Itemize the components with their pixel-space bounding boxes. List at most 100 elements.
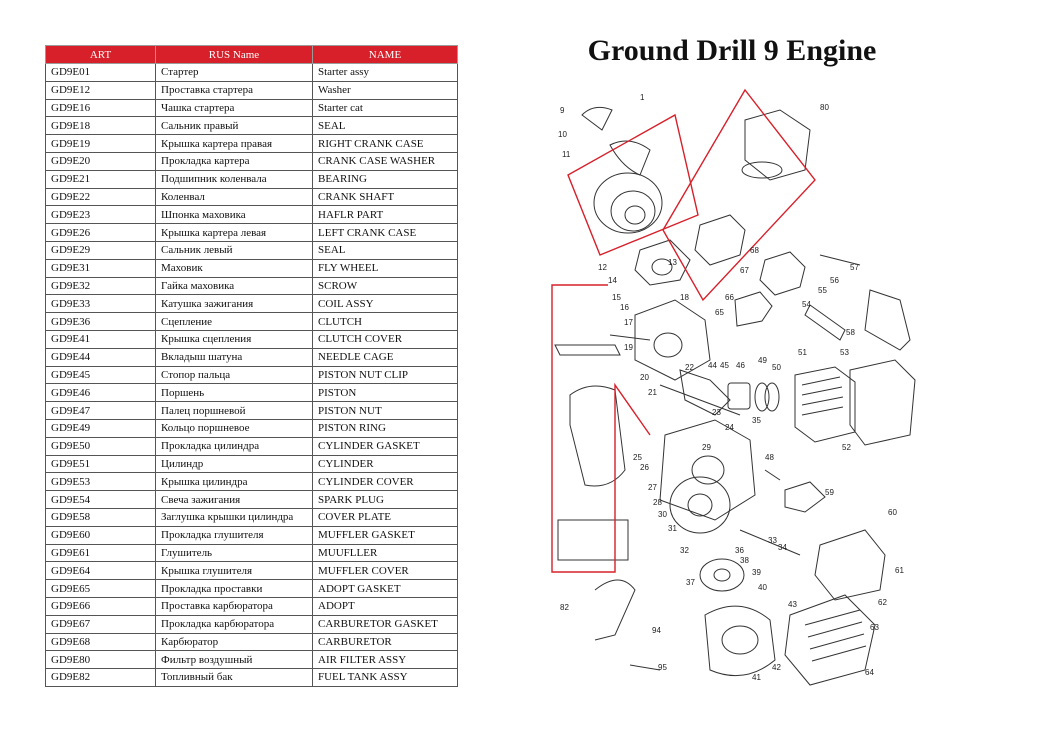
cell-name: CYLINDER GASKET (312, 436, 458, 456)
callout-94: 94 (652, 626, 661, 635)
cell-name: SEAL (312, 240, 458, 260)
cell-rus-name: Маховик (155, 258, 313, 278)
cell-art: GD9E45 (45, 365, 156, 385)
cell-rus-name: Чашка стартера (155, 98, 313, 118)
cell-rus-name: Гайка маховика (155, 276, 313, 296)
callout-10: 10 (558, 130, 567, 139)
cell-rus-name: Стартер (155, 63, 313, 82)
header-rus-name: RUS Name (155, 45, 313, 64)
callout-25: 25 (633, 453, 642, 462)
cell-name: NEEDLE CAGE (312, 347, 458, 367)
callout-36: 36 (735, 546, 744, 555)
callout-41: 41 (752, 673, 761, 682)
cell-art: GD9E54 (45, 490, 156, 509)
cell-rus-name: Крышка цилиндра (155, 472, 313, 492)
cell-art: GD9E66 (45, 596, 156, 616)
callout-22: 22 (685, 363, 694, 372)
cell-art: GD9E36 (45, 312, 156, 331)
cell-name: PISTON NUT CLIP (312, 365, 458, 385)
exploded-parts-diagram: 1 80 82 9 10 11 12 13 14 15 16 17 18 19 … (551, 88, 916, 686)
cell-rus-name: Прокладка цилиндра (155, 436, 313, 456)
cell-name: CYLINDER COVER (312, 472, 458, 492)
callout-18: 18 (680, 293, 689, 302)
callout-59: 59 (825, 488, 834, 497)
callout-35: 35 (752, 416, 761, 425)
callout-38: 38 (740, 556, 749, 565)
cell-rus-name: Карбюратор (155, 632, 313, 652)
cell-art: GD9E80 (45, 650, 156, 670)
cell-rus-name: Сальник левый (155, 240, 313, 260)
cell-art: GD9E20 (45, 151, 156, 171)
cell-art: GD9E65 (45, 579, 156, 598)
cell-name: AIR FILTER ASSY (312, 650, 458, 670)
cell-art: GD9E33 (45, 294, 156, 314)
callout-29: 29 (702, 443, 711, 452)
cell-name: COVER PLATE (312, 507, 458, 527)
cell-rus-name: Палец поршневой (155, 401, 313, 420)
callout-66: 66 (725, 293, 734, 302)
cell-art: GD9E53 (45, 472, 156, 492)
cell-rus-name: Свеча зажигания (155, 490, 313, 509)
callout-1: 1 (640, 93, 645, 102)
header-name: NAME (312, 45, 458, 64)
callout-19: 19 (624, 343, 633, 352)
cell-name: MUFFLER COVER (312, 561, 458, 581)
cell-name: PISTON RING (312, 418, 458, 438)
cell-art: GD9E49 (45, 418, 156, 438)
cell-art: GD9E18 (45, 116, 156, 136)
cell-art: GD9E29 (45, 240, 156, 260)
cell-name: CLUTCH COVER (312, 329, 458, 349)
cell-rus-name: Прокладка картера (155, 151, 313, 171)
callout-63: 63 (870, 623, 879, 632)
cell-name: Starter assy (312, 63, 458, 82)
cell-name: LEFT CRANK CASE (312, 223, 458, 242)
cell-name: ADOPT (312, 596, 458, 616)
cell-name: PISTON (312, 383, 458, 403)
cell-name: CRANK SHAFT (312, 187, 458, 207)
cell-rus-name: Проставка карбюратора (155, 596, 313, 616)
cell-name: RIGHT CRANK CASE (312, 134, 458, 153)
cell-art: GD9E60 (45, 525, 156, 545)
cell-rus-name: Сцепление (155, 312, 313, 331)
cell-art: GD9E50 (45, 436, 156, 456)
cell-name: CLUTCH (312, 312, 458, 331)
cell-rus-name: Крышка глушителя (155, 561, 313, 581)
cell-art: GD9E23 (45, 205, 156, 225)
cell-rus-name: Катушка зажигания (155, 294, 313, 314)
cell-name: HAFLR PART (312, 205, 458, 225)
callout-44: 44 (708, 361, 717, 370)
cell-art: GD9E47 (45, 401, 156, 420)
cell-name: CYLINDER (312, 454, 458, 474)
callout-95: 95 (658, 663, 667, 672)
callout-52: 52 (842, 443, 851, 452)
callout-80: 80 (820, 103, 829, 112)
cell-rus-name: Цилиндр (155, 454, 313, 474)
cell-art: GD9E44 (45, 347, 156, 367)
cell-art: GD9E68 (45, 632, 156, 652)
callout-55: 55 (818, 286, 827, 295)
callout-43: 43 (788, 600, 797, 609)
cell-name: CRANK CASE WASHER (312, 151, 458, 171)
cell-art: GD9E32 (45, 276, 156, 296)
cell-name: Washer (312, 80, 458, 100)
